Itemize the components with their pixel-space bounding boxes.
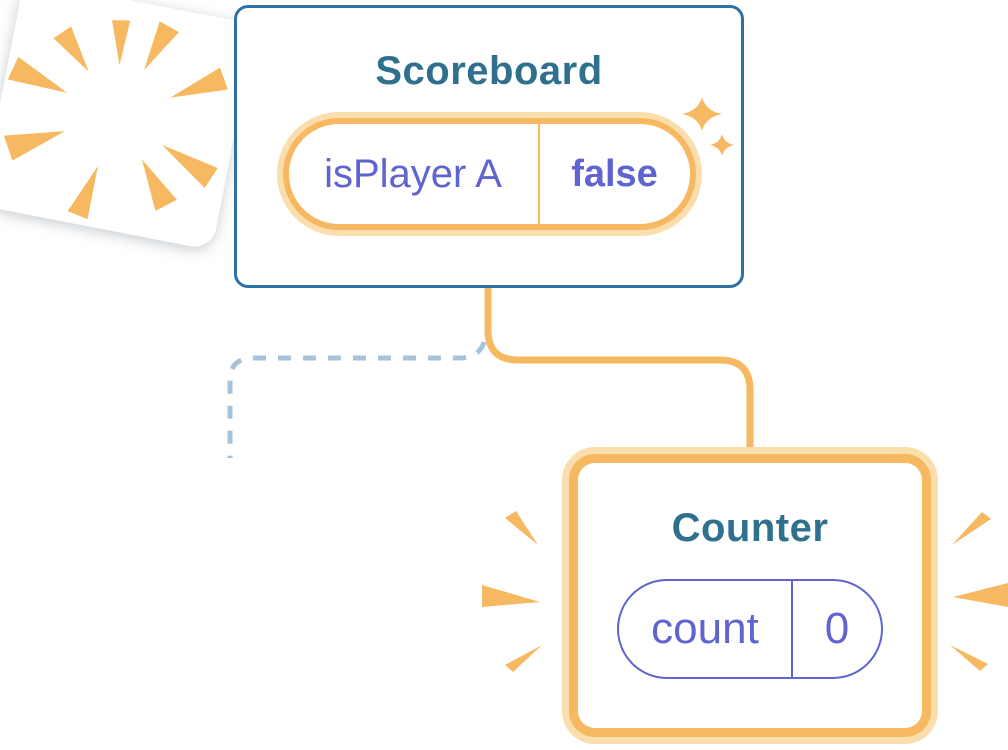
spark-wedges-left-icon	[482, 511, 542, 672]
destroyed-card	[0, 0, 256, 251]
scoreboard-title: Scoreboard	[375, 49, 603, 93]
scoreboard-state-pill: isPlayer A false	[282, 118, 696, 230]
counter-title: Counter	[671, 506, 829, 550]
solid-orange-connector-line	[484, 284, 754, 452]
state-value: 0	[824, 604, 850, 653]
dashed-blue-connector-line	[227, 341, 487, 458]
sparkle-stars-icon	[682, 97, 734, 156]
counter-state-pill: count 0	[617, 579, 883, 679]
starburst-icon	[3, 20, 228, 220]
state-name: count	[651, 604, 759, 653]
spark-wedges-right-icon	[950, 512, 1008, 671]
state-name: isPlayer A	[324, 151, 502, 196]
state-value: false	[571, 152, 658, 195]
pill-divider	[791, 581, 793, 677]
pill-divider	[537, 124, 540, 224]
counter-card: Counter count 0	[569, 454, 931, 737]
scoreboard-card: Scoreboard isPlayer A false	[234, 5, 744, 288]
